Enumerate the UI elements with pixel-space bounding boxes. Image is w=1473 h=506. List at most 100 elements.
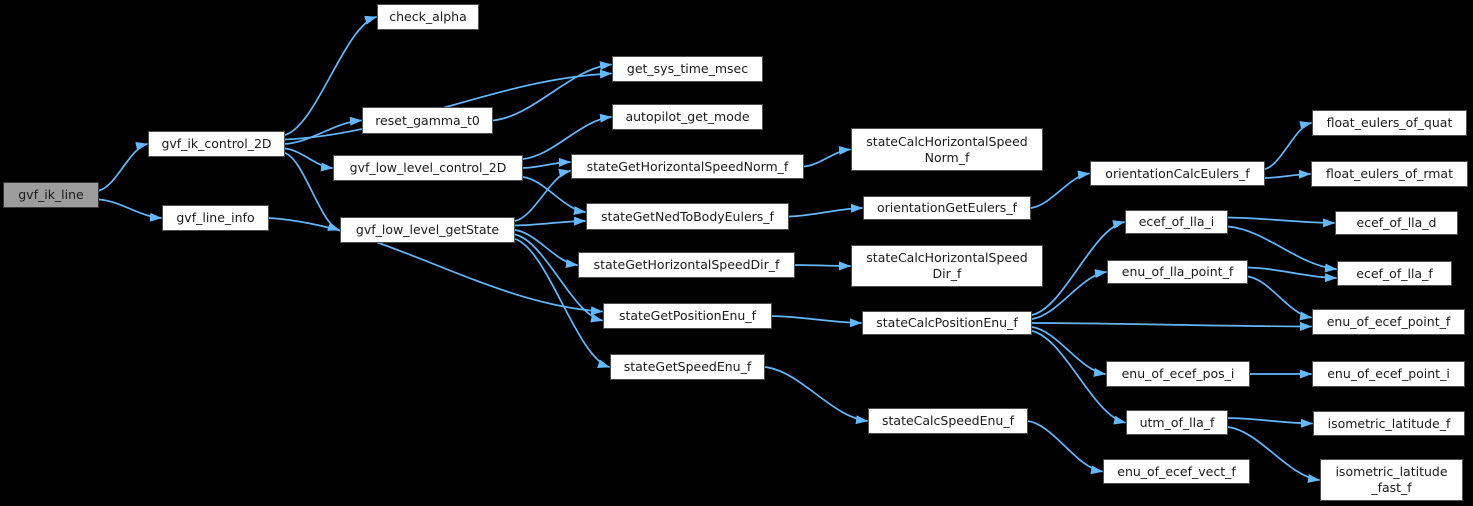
node-label: check_alpha bbox=[389, 9, 467, 25]
node-label: enu_of_ecef_pos_i bbox=[1121, 366, 1235, 382]
edge-gvf_ik_control_2D-to-check_alpha bbox=[284, 15, 377, 136]
edge-stateCalcPositionEnu_f-to-enu_of_ecef_pos_i bbox=[1031, 326, 1106, 377]
edge-gvf_ik_line-to-gvf_line_info bbox=[98, 198, 162, 222]
edge-gvf_low_level_getState-to-stateGetHorizontalSpeedNorm_f bbox=[514, 168, 571, 222]
node-autopilot_get_mode[interactable]: autopilot_get_mode bbox=[612, 104, 763, 130]
edge-gvf_line_info-to-stateGetPositionEnu_f bbox=[268, 217, 603, 316]
node-label: autopilot_get_mode bbox=[625, 109, 750, 125]
node-isometric_latitude_f[interactable]: isometric_latitude_f bbox=[1313, 411, 1465, 436]
node-label: ecef_of_lla_d bbox=[1356, 215, 1437, 231]
edge-ecef_of_lla_i-to-ecef_of_lla_f bbox=[1227, 225, 1337, 273]
edge-reset_gamma_t0-to-get_sys_time_msec bbox=[492, 61, 612, 122]
node-ecef_of_lla_i[interactable]: ecef_of_lla_i bbox=[1125, 210, 1228, 234]
node-label: gvf_low_level_getState bbox=[355, 222, 500, 238]
edge-gvf_low_level_control_2D-to-autopilot_get_mode bbox=[522, 113, 612, 160]
node-label: stateGetPositionEnu_f bbox=[618, 308, 756, 324]
node-stateCalcPositionEnu_f[interactable]: stateCalcPositionEnu_f bbox=[862, 311, 1032, 335]
node-gvf_low_level_getState[interactable]: gvf_low_level_getState bbox=[340, 217, 515, 243]
edge-enu_of_lla_point_f-to-ecef_of_lla_f bbox=[1247, 266, 1337, 283]
edge-gvf_ik_line-to-gvf_ik_control_2D bbox=[98, 142, 148, 192]
node-stateGetHorizontalSpeedNorm_f[interactable]: stateGetHorizontalSpeedNorm_f bbox=[571, 154, 804, 179]
edge-orientationGetEulers_f-to-orientationCalcEulers_f bbox=[1030, 170, 1090, 209]
node-label: orientationGetEulers_f bbox=[877, 200, 1017, 216]
edge-stateGetPositionEnu_f-to-stateCalcPositionEnu_f bbox=[771, 315, 862, 328]
node-stateGetHorizontalSpeedDir_f[interactable]: stateGetHorizontalSpeedDir_f bbox=[578, 252, 795, 278]
node-label: stateGetNedToBodyEulers_f bbox=[601, 208, 774, 224]
node-label: stateCalcHorizontalSpeed Norm_f bbox=[866, 133, 1028, 165]
node-utm_of_lla_f[interactable]: utm_of_lla_f bbox=[1126, 410, 1228, 435]
node-label: reset_gamma_t0 bbox=[375, 112, 480, 128]
node-label: float_eulers_of_rmat bbox=[1326, 166, 1453, 182]
node-label: stateCalcSpeedEnu_f bbox=[882, 413, 1014, 429]
edge-stateCalcPositionEnu_f-to-ecef_of_lla_i bbox=[1031, 220, 1125, 316]
node-get_sys_time_msec[interactable]: get_sys_time_msec bbox=[612, 56, 763, 82]
node-label: stateCalcHorizontalSpeed Dir_f bbox=[866, 250, 1028, 281]
node-label: gvf_ik_control_2D bbox=[161, 136, 272, 152]
node-stateCalcHorizontalSpeedNorm_f[interactable]: stateCalcHorizontalSpeed Norm_f bbox=[851, 128, 1043, 171]
node-stateGetNedToBodyEulers_f[interactable]: stateGetNedToBodyEulers_f bbox=[586, 203, 789, 230]
edge-gvf_low_level_control_2D-to-stateGetNedToBodyEulers_f bbox=[522, 176, 586, 216]
node-float_eulers_of_rmat[interactable]: float_eulers_of_rmat bbox=[1311, 161, 1468, 187]
edge-utm_of_lla_f-to-isometric_latitude_f bbox=[1227, 417, 1313, 428]
node-stateCalcHorizontalSpeedDir_f[interactable]: stateCalcHorizontalSpeed Dir_f bbox=[851, 245, 1043, 287]
node-label: stateCalcPositionEnu_f bbox=[876, 315, 1018, 331]
node-label: enu_of_ecef_point_i bbox=[1327, 366, 1450, 382]
node-orientationGetEulers_f[interactable]: orientationGetEulers_f bbox=[863, 196, 1031, 220]
edge-stateGetHorizontalSpeedNorm_f-to-stateCalcHorizontalSpeedNorm_f bbox=[803, 145, 851, 168]
edge-stateCalcPositionEnu_f-to-utm_of_lla_f bbox=[1031, 330, 1126, 425]
node-stateGetPositionEnu_f[interactable]: stateGetPositionEnu_f bbox=[603, 303, 772, 329]
node-label: ecef_of_lla_i bbox=[1138, 214, 1215, 230]
edge-gvf_low_level_control_2D-to-stateGetHorizontalSpeedNorm_f bbox=[522, 157, 571, 169]
edge-gvf_low_level_getState-to-stateGetHorizontalSpeedDir_f bbox=[514, 229, 578, 269]
node-enu_of_ecef_vect_f[interactable]: enu_of_ecef_vect_f bbox=[1103, 459, 1250, 484]
node-label: stateGetHorizontalSpeedDir_f bbox=[593, 257, 780, 273]
node-label: orientationCalcEulers_f bbox=[1105, 165, 1250, 181]
node-isometric_latitude_fast_f[interactable]: isometric_latitude _fast_f bbox=[1320, 459, 1463, 501]
edge-gvf_low_level_getState-to-stateGetNedToBodyEulers_f bbox=[514, 216, 586, 227]
node-label: get_sys_time_msec bbox=[626, 61, 749, 77]
edge-gvf_ik_control_2D-to-gvf_low_level_control_2D bbox=[284, 147, 333, 172]
node-enu_of_lla_point_f[interactable]: enu_of_lla_point_f bbox=[1107, 260, 1248, 284]
node-label: float_eulers_of_quat bbox=[1326, 115, 1453, 131]
node-orientationCalcEulers_f[interactable]: orientationCalcEulers_f bbox=[1090, 161, 1265, 186]
edge-utm_of_lla_f-to-isometric_latitude_fast_f bbox=[1227, 426, 1320, 483]
edge-stateGetSpeedEnu_f-to-stateCalcSpeedEnu_f bbox=[764, 366, 868, 425]
node-label: isometric_latitude _fast_f bbox=[1335, 464, 1448, 495]
node-reset_gamma_t0[interactable]: reset_gamma_t0 bbox=[362, 107, 493, 134]
node-enu_of_ecef_point_f[interactable]: enu_of_ecef_point_f bbox=[1312, 309, 1465, 335]
node-gvf_ik_control_2D[interactable]: gvf_ik_control_2D bbox=[148, 131, 285, 157]
node-stateGetSpeedEnu_f[interactable]: stateGetSpeedEnu_f bbox=[610, 354, 765, 380]
node-label: enu_of_ecef_point_f bbox=[1326, 314, 1451, 330]
edge-enu_of_lla_point_f-to-enu_of_ecef_point_f bbox=[1247, 275, 1312, 321]
node-ecef_of_lla_f[interactable]: ecef_of_lla_f bbox=[1337, 261, 1452, 286]
node-label: gvf_line_info bbox=[176, 210, 255, 226]
node-ecef_of_lla_d[interactable]: ecef_of_lla_d bbox=[1335, 211, 1458, 235]
node-enu_of_ecef_point_i[interactable]: enu_of_ecef_point_i bbox=[1312, 361, 1465, 387]
node-label: enu_of_lla_point_f bbox=[1121, 264, 1234, 280]
edge-gvf_ik_control_2D-to-reset_gamma_t0 bbox=[284, 116, 362, 145]
edge-gvf_ik_control_2D-to-gvf_low_level_getState bbox=[284, 152, 340, 231]
edge-stateGetNedToBodyEulers_f-to-orientationGetEulers_f bbox=[788, 203, 863, 218]
edge-orientationCalcEulers_f-to-float_eulers_of_rmat bbox=[1264, 169, 1311, 179]
node-label: ecef_of_lla_f bbox=[1356, 265, 1433, 281]
edge-ecef_of_lla_i-to-ecef_of_lla_d bbox=[1227, 216, 1335, 228]
node-float_eulers_of_quat[interactable]: float_eulers_of_quat bbox=[1312, 110, 1467, 136]
node-label: isometric_latitude_f bbox=[1327, 415, 1451, 431]
node-gvf_ik_line: gvf_ik_line bbox=[3, 182, 99, 208]
node-label: utm_of_lla_f bbox=[1139, 414, 1215, 430]
edge-gvf_low_level_getState-to-stateGetPositionEnu_f bbox=[514, 233, 603, 323]
node-enu_of_ecef_pos_i[interactable]: enu_of_ecef_pos_i bbox=[1106, 361, 1250, 387]
edge-stateCalcSpeedEnu_f-to-enu_of_ecef_vect_f bbox=[1027, 420, 1103, 475]
edge-stateGetHorizontalSpeedDir_f-to-stateCalcHorizontalSpeedDir_f bbox=[794, 261, 851, 271]
node-label: stateGetHorizontalSpeedNorm_f bbox=[586, 158, 789, 174]
node-gvf_low_level_control_2D[interactable]: gvf_low_level_control_2D bbox=[333, 155, 523, 181]
edges-group bbox=[98, 15, 1337, 483]
node-gvf_line_info[interactable]: gvf_line_info bbox=[162, 205, 269, 231]
node-label: gvf_ik_line bbox=[18, 187, 84, 203]
edge-gvf_ik_control_2D-to-get_sys_time_msec bbox=[284, 69, 612, 141]
edge-orientationCalcEulers_f-to-float_eulers_of_quat bbox=[1264, 121, 1312, 170]
node-stateCalcSpeedEnu_f[interactable]: stateCalcSpeedEnu_f bbox=[868, 408, 1028, 434]
node-label: enu_of_ecef_vect_f bbox=[1117, 463, 1236, 479]
node-check_alpha[interactable]: check_alpha bbox=[377, 4, 479, 30]
